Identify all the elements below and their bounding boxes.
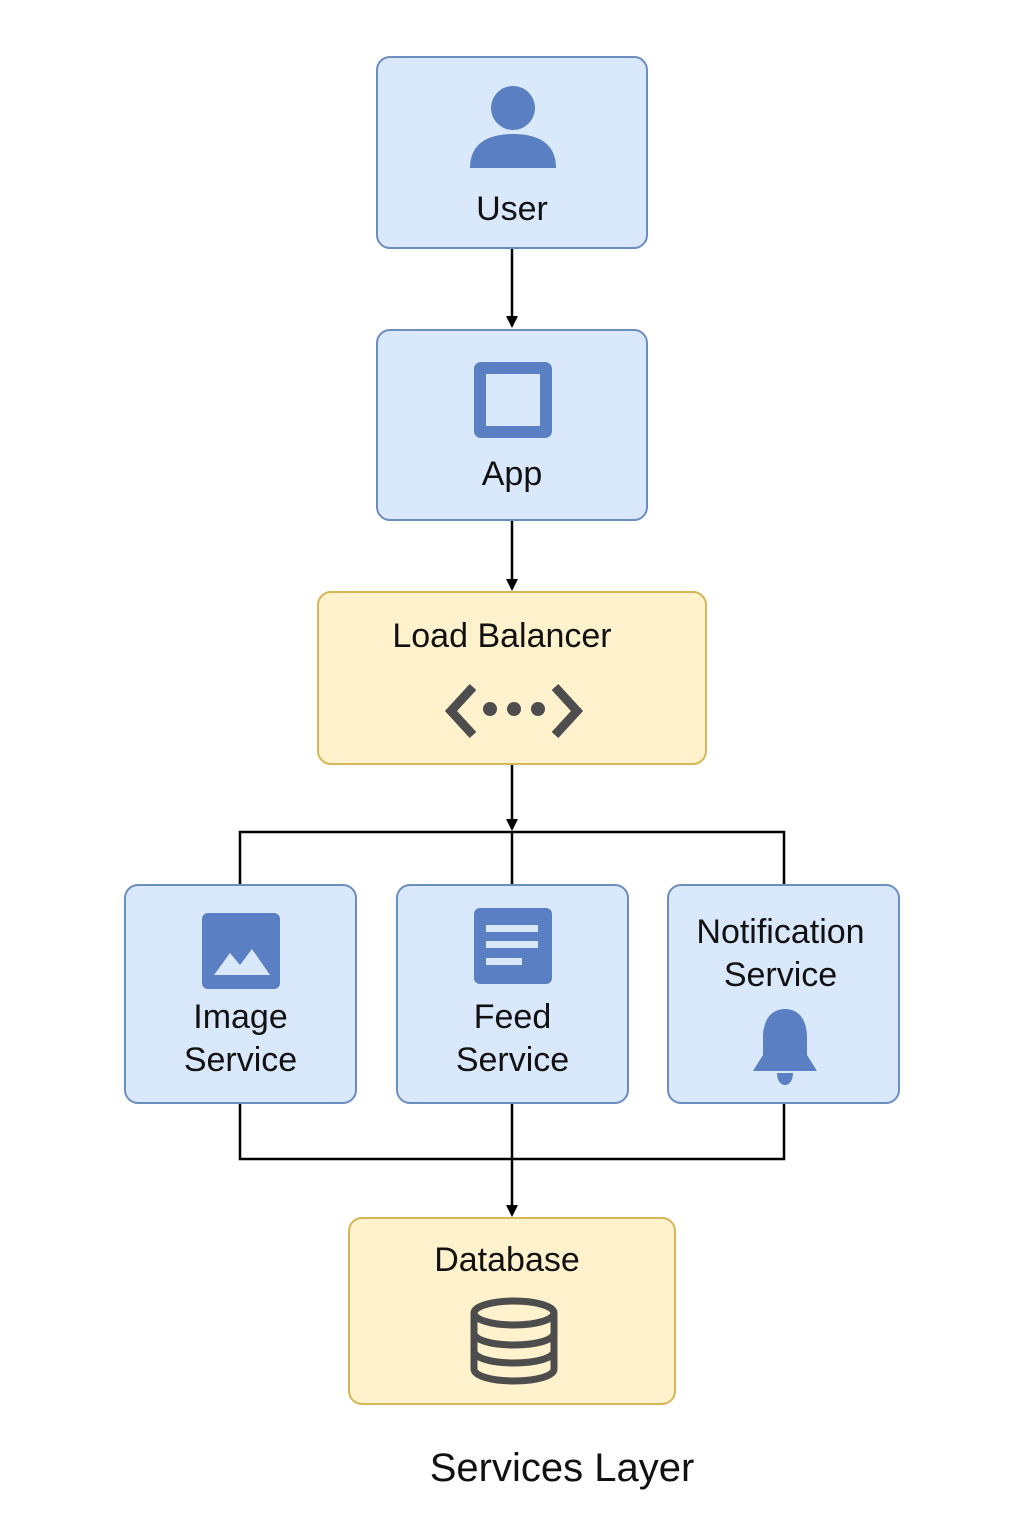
app-label: App — [481, 455, 543, 493]
image-service-label-line1: Image — [193, 998, 288, 1036]
node-notification-service[interactable]: Notification Service — [667, 884, 900, 1104]
user-icon — [468, 82, 558, 172]
document-icon — [474, 908, 554, 986]
database-icon — [469, 1297, 559, 1385]
node-load-balancer[interactable]: Load Balancer — [317, 591, 707, 765]
diagram-caption: Services Layer — [429, 1446, 695, 1490]
load-balancer-label: Load Balancer — [392, 617, 612, 655]
notification-service-label-line2: Service — [723, 956, 838, 994]
node-app[interactable]: App — [376, 329, 648, 521]
feed-service-label-line1: Feed — [473, 998, 552, 1036]
code-dots-icon — [445, 681, 583, 741]
database-label: Database — [434, 1241, 580, 1279]
user-label: User — [476, 190, 548, 228]
bell-icon — [749, 1007, 821, 1087]
feed-service-label-line2: Service — [455, 1041, 570, 1079]
image-service-label-line2: Service — [183, 1041, 298, 1079]
node-database[interactable]: Database — [348, 1217, 676, 1405]
app-window-icon — [474, 362, 554, 440]
node-feed-service[interactable]: Feed Service — [396, 884, 629, 1104]
notification-service-label-line1: Notification — [696, 913, 865, 951]
node-user[interactable]: User — [376, 56, 648, 249]
node-image-service[interactable]: Image Service — [124, 884, 357, 1104]
image-icon — [202, 913, 282, 991]
